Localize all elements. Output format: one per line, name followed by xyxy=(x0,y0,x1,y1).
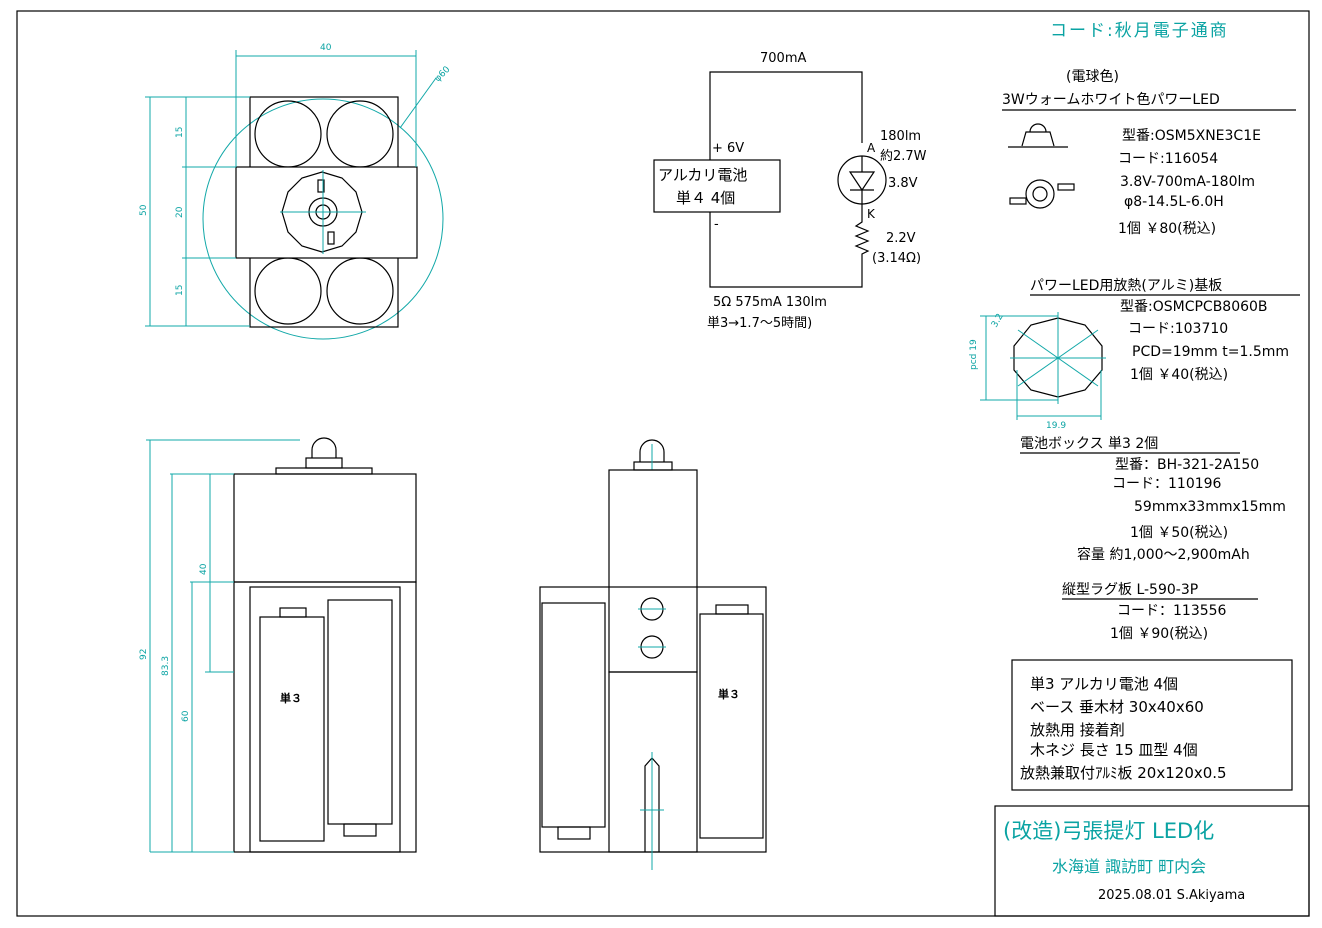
date-text: 2025.08.01 S.Akiyama xyxy=(1098,888,1245,903)
pcb-pcd-dim: pcd 19 xyxy=(969,339,979,370)
side-view: 単３ xyxy=(539,439,767,870)
box-price: 1個 ￥50(税込) xyxy=(1130,525,1228,541)
led-spec: (電球色) 3Wウォームホワイト色パワーLED 型番:OSM5XNE3C1E コ… xyxy=(1002,68,1296,237)
lug-spec: 縦型ラグ板 L-590-3P コード：113556 1個 ￥90(税込) xyxy=(1062,582,1258,642)
pcb-heading: パワーLED用放熱(アルミ)基板 xyxy=(1030,277,1222,294)
battery-symbol xyxy=(653,159,781,213)
box-size: 59mmx33mmx15mm xyxy=(1134,499,1286,515)
sheet-border xyxy=(16,10,1310,917)
circuit-current: 700mA xyxy=(760,51,806,66)
circuit-note-2: 単3→1.7～5時間) xyxy=(707,315,812,331)
pcb-small-dim: 3.2 xyxy=(990,312,1006,329)
resistor-ohm: (3.14Ω) xyxy=(872,251,921,266)
top-view: 40 φ60 50 15 20 15 xyxy=(139,43,453,340)
circuit-diagram: 700mA + 6V アルカリ電池 単４ 4個 - A K 180lm 約2.7… xyxy=(653,51,927,331)
front-40-dim: 40 xyxy=(199,563,209,575)
circuit-note-1: 5Ω 575mA 130lm xyxy=(713,295,827,310)
front-battery-label: 単３ xyxy=(280,691,302,705)
top-h2-dim: 20 xyxy=(175,206,185,218)
top-dia-dim: φ60 xyxy=(433,65,453,85)
led-spec-1: 3.8V-700mA-180lm xyxy=(1120,174,1255,190)
pcb-price: 1個 ￥40(税込) xyxy=(1130,367,1228,383)
cathode-label: K xyxy=(867,207,876,221)
circuit-plus: + 6V xyxy=(712,141,744,156)
top-width-dim: 40 xyxy=(320,43,332,53)
lug-code: コード：113556 xyxy=(1117,603,1227,619)
material-line-1: 単3 アルカリ電池 4個 xyxy=(1030,675,1178,693)
side-battery-label: 単３ xyxy=(718,687,740,701)
top-h3-dim: 15 xyxy=(175,285,185,296)
battery-label-1: アルカリ電池 xyxy=(658,166,747,184)
box-heading: 電池ボックス 単3 2個 xyxy=(1020,436,1158,452)
material-line-4: 木ネジ 長さ 15 皿型 4個 xyxy=(1030,741,1198,759)
battery-box-spec: 電池ボックス 単3 2個 型番：BH-321-2A150 コード：110196 … xyxy=(1020,436,1286,563)
title-block: (改造)弓張提灯 LED化 水海道 諏訪町 町内会 2025.08.01 S.A… xyxy=(994,805,1310,917)
pcb-code: コード:103710 xyxy=(1128,321,1228,337)
pcb-width-dim: 19.9 xyxy=(1046,421,1066,431)
org-text: 水海道 諏訪町 町内会 xyxy=(1052,857,1206,876)
front-view: 単３ 92 83.3 40 60 xyxy=(139,437,417,853)
led-spec-2: φ8-14.5L-6.0H xyxy=(1124,194,1224,210)
pcb-model: 型番:OSMCPCB8060B xyxy=(1120,299,1268,315)
lug-heading: 縦型ラグ板 L-590-3P xyxy=(1062,582,1198,598)
material-line-5: 放熱兼取付ｱﾙﾐ板 20x120x0.5 xyxy=(1020,764,1227,782)
box-capacity: 容量 約1,000～2,900mAh xyxy=(1077,546,1250,563)
anode-label: A xyxy=(867,141,876,155)
circuit-minus: - xyxy=(714,217,719,232)
box-code: コード：110196 xyxy=(1112,476,1222,492)
supplier-code: コード:秋月電子通商 xyxy=(1050,21,1229,41)
led-heading-2: 3Wウォームホワイト色パワーLED xyxy=(1002,91,1220,108)
pcb-spec-line: PCD=19mm t=1.5mm xyxy=(1132,344,1289,360)
front-92-dim: 92 xyxy=(139,649,149,660)
led-code: コード:116054 xyxy=(1118,151,1218,167)
front-83-dim: 83.3 xyxy=(161,656,171,676)
top-total-dim: 50 xyxy=(139,204,149,216)
led-model: 型番:OSM5XNE3C1E xyxy=(1122,128,1261,144)
lug-price: 1個 ￥90(税込) xyxy=(1110,626,1208,642)
led-heading-1: (電球色) xyxy=(1066,68,1119,85)
resistor-voltage: 2.2V xyxy=(886,231,916,246)
title-text: (改造)弓張提灯 LED化 xyxy=(1003,819,1214,843)
material-line-3: 放熱用 接着剤 xyxy=(1030,721,1125,739)
led-voltage: 3.8V xyxy=(888,176,918,191)
led-price: 1個 ￥80(税込) xyxy=(1118,221,1216,237)
material-line-2: ベース 垂木材 30x40x60 xyxy=(1030,698,1204,716)
top-pcb-star xyxy=(281,171,363,253)
materials-box: 単3 アルカリ電池 4個 ベース 垂木材 30x40x60 放熱用 接着剤 木ネ… xyxy=(1011,659,1293,791)
top-h1-dim: 15 xyxy=(175,127,185,138)
top-dia-circle xyxy=(202,98,444,340)
pcb-spec: パワーLED用放熱(アルミ)基板 19.9 pcd 19 3.2 型番:OSMC… xyxy=(969,277,1300,431)
resistor-symbol xyxy=(854,204,870,258)
led-watts: 約2.7W xyxy=(880,149,927,164)
led-lumens: 180lm xyxy=(880,129,921,144)
box-model: 型番：BH-321-2A150 xyxy=(1115,457,1259,473)
front-60-dim: 60 xyxy=(181,710,191,722)
battery-label-2: 単４ 4個 xyxy=(676,189,735,207)
